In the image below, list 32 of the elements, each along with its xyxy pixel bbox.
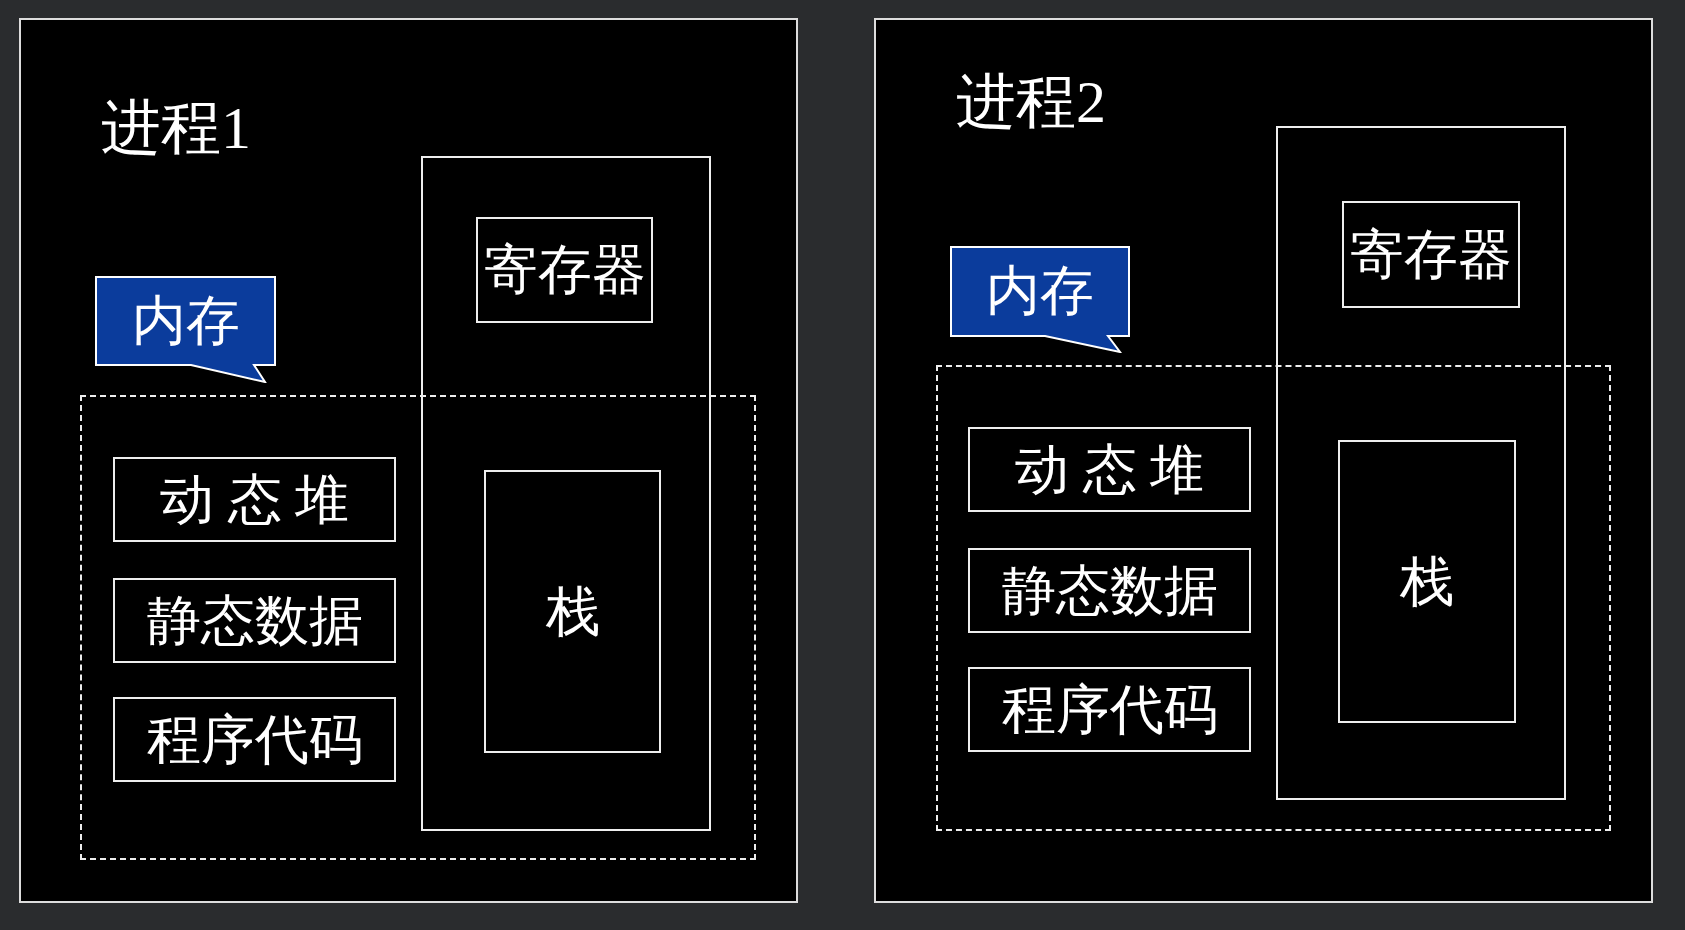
callout-bubble (950, 246, 1130, 353)
outline-box (421, 156, 711, 831)
process-title: 进程2 (956, 72, 1106, 132)
box-label: 寄存器 (483, 243, 646, 297)
callout-bubble (95, 276, 276, 383)
box-label: 程序代码 (146, 712, 363, 767)
process-panel (19, 18, 798, 903)
dashed-region (80, 395, 756, 860)
register-box (476, 217, 653, 323)
process-panel (874, 18, 1653, 903)
box-label: 程序代码 (1001, 682, 1218, 737)
callout-text: 内存 (130, 293, 241, 348)
box-label: 动 态 堆 (1015, 442, 1204, 497)
stack-box (484, 470, 661, 753)
box-label: 寄存器 (1350, 227, 1512, 282)
memory-box (113, 578, 396, 663)
process-title: 进程1 (101, 98, 251, 158)
box-label: 栈 (1400, 554, 1454, 609)
box-label: 动 态 堆 (160, 472, 349, 527)
memory-box (968, 667, 1251, 752)
box-label: 栈 (545, 584, 600, 639)
stack-box (1338, 440, 1516, 723)
memory-box (113, 457, 396, 542)
box-label: 静态数据 (146, 593, 363, 648)
memory-box (113, 697, 396, 782)
box-label: 静态数据 (1001, 563, 1218, 618)
memory-box (968, 427, 1251, 512)
callout-text: 内存 (985, 264, 1095, 318)
register-box (1342, 201, 1520, 308)
outline-box (1276, 126, 1566, 800)
dashed-region (936, 365, 1611, 831)
memory-box (968, 548, 1251, 633)
